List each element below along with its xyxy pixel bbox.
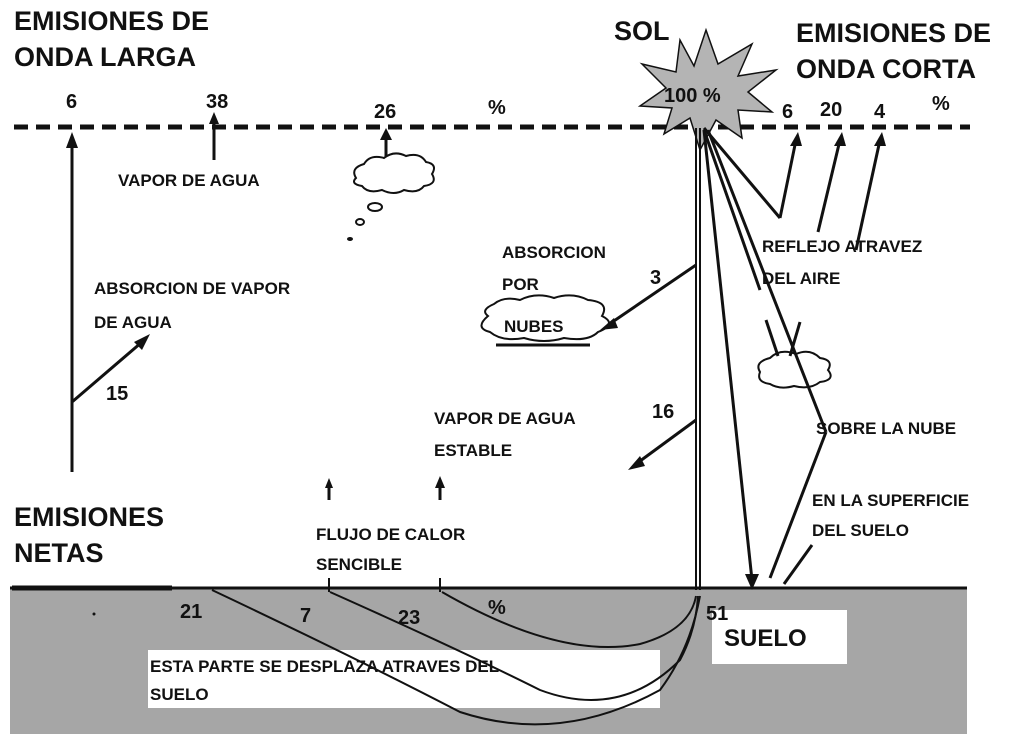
reflection-arrowhead-20 xyxy=(834,132,846,146)
sun-title: SOL xyxy=(614,16,670,46)
reflection-arrow-20 xyxy=(816,139,842,233)
ground-dot xyxy=(92,612,96,616)
vapor-absorption-value: 15 xyxy=(106,383,128,405)
lw-value-26: 26 xyxy=(374,101,396,123)
cloud-reflect-b xyxy=(788,321,802,357)
sun-percent: 100 % xyxy=(664,85,721,107)
cloud-nubes-icon xyxy=(480,294,610,342)
stable-vapor-line2: ESTABLE xyxy=(434,441,512,460)
cloud-puff-3 xyxy=(347,237,353,241)
reflection-line2: DEL AIRE xyxy=(762,269,840,288)
stable-vapor-arrowhead xyxy=(628,456,645,470)
stable-vapor-value: 16 xyxy=(652,401,674,423)
vapor-absorption-arrowhead xyxy=(134,334,150,350)
longwave-title-line2: ONDA LARGA xyxy=(14,42,196,72)
cloud-reflect-a xyxy=(764,319,780,357)
net-emission-arrowhead xyxy=(66,132,78,148)
soil-label: SUELO xyxy=(724,625,807,652)
soil-label-box xyxy=(712,610,847,664)
reflection-arrowhead-6 xyxy=(790,132,802,146)
ground-percent: % xyxy=(488,597,506,619)
vapor-38-arrowhead xyxy=(209,112,219,124)
sw-value-6: 6 xyxy=(782,101,793,123)
cloud-absorption-value: 3 xyxy=(650,267,661,289)
shortwave-title-line1: EMISIONES DE xyxy=(796,18,991,48)
cloud-puff-2 xyxy=(355,218,365,226)
stable-vapor-arrow xyxy=(635,418,697,466)
cloud-26-arrowhead xyxy=(380,128,392,140)
sw-value-4: 4 xyxy=(874,101,886,123)
ground-value-23: 23 xyxy=(398,607,420,629)
cloud-puff-1 xyxy=(367,202,383,212)
cloud-absorption-arrow xyxy=(607,263,697,327)
sun-to-air-arrow xyxy=(702,129,762,291)
ground-surface-line1: EN LA SUPERFICIE xyxy=(812,491,969,510)
clouds-label: NUBES xyxy=(504,317,564,336)
sun-to-ground-arrow xyxy=(702,129,754,581)
sensible-heat-line1: FLUJO DE CALOR xyxy=(316,525,465,544)
above-cloud-label: SOBRE LA NUBE xyxy=(816,419,956,438)
cloud-absorption-line2: POR xyxy=(502,275,539,294)
soil-note-line1: ESTA PARTE SE DESPLAZA ATRAVES DEL xyxy=(150,657,499,676)
ground-value-7: 7 xyxy=(300,605,311,627)
ground-value-21: 21 xyxy=(180,601,202,623)
reflection-arrow-4 xyxy=(854,139,882,251)
sw-value-20: 20 xyxy=(820,99,842,121)
sensible-heat-arrowhead-1 xyxy=(325,478,333,488)
sensible-heat-line2: SENCIBLE xyxy=(316,555,402,574)
reflection-arrow-a xyxy=(702,127,782,219)
lw-value-38: 38 xyxy=(206,91,228,113)
shortwave-title-line2: ONDA CORTA xyxy=(796,54,976,84)
sw-percent: % xyxy=(932,93,950,115)
reflection-line1: REFLEJO ATRAVEZ xyxy=(762,237,922,256)
sun-to-ground-arrowhead xyxy=(745,574,759,590)
cloud-absorption-line1: ABSORCION xyxy=(502,243,606,262)
net-emissions-line1: EMISIONES xyxy=(14,502,164,532)
vapor-absorption-line1: ABSORCION DE VAPOR xyxy=(94,279,290,298)
sensible-heat-arrowhead-2 xyxy=(435,476,445,488)
longwave-title-line1: EMISIONES DE xyxy=(14,6,209,36)
lw-percent: % xyxy=(488,97,506,119)
reflection-arrow-b xyxy=(778,139,798,219)
vapor-absorption-line2: DE AGUA xyxy=(94,313,172,332)
cloud-absorption-arrowhead xyxy=(600,318,618,330)
surface-pointer-arrow xyxy=(782,544,814,585)
ground-flow-curve-2 xyxy=(329,591,699,701)
cloud-reflection-icon xyxy=(757,350,832,389)
cloud-to-ground-line xyxy=(768,431,828,579)
water-vapor-label: VAPOR DE AGUA xyxy=(118,171,260,190)
sun-to-cloud-arrow xyxy=(706,129,828,433)
ground-value-51: 51 xyxy=(706,603,728,625)
ground-surface-line2: DEL SUELO xyxy=(812,521,909,540)
cloud-top-icon xyxy=(353,152,435,194)
soil-note-line2: SUELO xyxy=(150,685,209,704)
ground-flow-curve-3 xyxy=(441,591,697,649)
lw-value-6: 6 xyxy=(66,91,77,113)
reflection-arrowhead-4 xyxy=(874,132,886,146)
stable-vapor-line1: VAPOR DE AGUA xyxy=(434,409,576,428)
net-emissions-line2: NETAS xyxy=(14,538,104,568)
vapor-absorption-arrow xyxy=(71,340,143,404)
